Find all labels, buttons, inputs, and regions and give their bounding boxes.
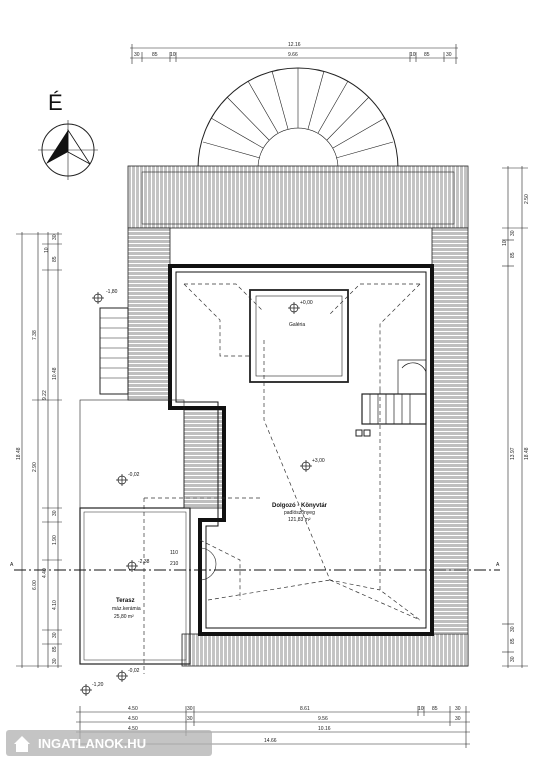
dim-bottom-r3-2: 10.16 — [318, 726, 331, 732]
dim-left-inner-4: 10.48 — [52, 367, 58, 380]
dim-bottom-r1-1: 4.50 — [128, 706, 138, 712]
dim-left-inner-10: 4.10 — [52, 600, 58, 610]
roof-ridge-lines — [143, 283, 421, 674]
roof-eaves — [127, 165, 469, 667]
section-label-left: A — [10, 562, 14, 568]
watermark-logo: INGATLANOK.HU — [6, 730, 212, 756]
walls — [168, 264, 434, 636]
level-gallery: +0,00 — [300, 300, 313, 306]
dim-top-6: 85 — [424, 52, 430, 58]
dim-right-2: 30 — [510, 230, 516, 236]
bottom-dimension-labels: 4.50 30 8.61 10 85 30 4.50 30 9.56 30 4.… — [128, 706, 461, 744]
dim-bottom-r1-3: 8.61 — [300, 706, 310, 712]
dim-top-total: 12.16 — [288, 42, 301, 48]
dim-left-inner-2: 10 — [44, 247, 50, 253]
left-dimension-labels: 18.48 7.38 9.22 30 10 85 10.48 2.90 30 1… — [16, 234, 58, 664]
dim-bottom-r1-4: 10 — [418, 706, 424, 712]
dim-left-inner-12: 85 — [52, 646, 58, 652]
dim-right-1: 2.50 — [524, 194, 530, 204]
dim-bottom-r2-3: 9.56 — [318, 716, 328, 722]
dim-right-8: 30 — [510, 656, 516, 662]
watermark-text: INGATLANOK.HU — [38, 736, 146, 751]
room-terrace-name: Terasz — [116, 598, 135, 604]
right-dimension-labels: 18.48 2.50 30 10 85 13.97 30 85 30 — [502, 194, 530, 662]
dim-left-mid-1: 7.38 — [32, 330, 38, 340]
dim-left-inner-3: 85 — [52, 256, 58, 262]
level-markers — [80, 292, 312, 696]
dim-right-outer: 18.48 — [524, 447, 530, 460]
level-stair-top: -1,80 — [106, 289, 118, 295]
dim-left-inner-7: 1.90 — [52, 535, 58, 545]
dim-left-mid-2: 9.22 — [42, 390, 48, 400]
level-terrace-bottom: -0,02 — [128, 668, 140, 674]
dim-bottom-r2-2: 30 — [187, 716, 193, 722]
north-label: É — [48, 90, 63, 115]
dim-left-outer: 18.48 — [16, 447, 22, 460]
dim-right-7: 85 — [510, 638, 516, 644]
dim-bottom-r2-1: 4.50 — [128, 716, 138, 722]
dim-bottom-r2-4: 30 — [455, 716, 461, 722]
north-arrow-icon — [38, 120, 98, 180]
dim-right-6: 30 — [510, 626, 516, 632]
terrace-area — [79, 399, 191, 665]
dim-top-3: 10 — [170, 52, 176, 58]
interior-stair — [355, 359, 427, 437]
door-opening — [199, 547, 217, 581]
dim-left-inner-9: 6.00 — [32, 580, 38, 590]
dim-top-7: 30 — [446, 52, 452, 58]
room-office-name: Dolgozó - Könyvtár — [272, 503, 328, 509]
dim-left-inner-13: 30 — [52, 658, 58, 664]
dim-left-inner-11: 30 — [52, 632, 58, 638]
dim-top-2: 85 — [152, 52, 158, 58]
room-office-floor: padlószőnyeg — [284, 510, 315, 516]
room-office-area: 121,83 m² — [288, 517, 311, 523]
dim-left-inner-8: 4.40 — [42, 568, 48, 578]
dim-bottom-r1-5: 85 — [432, 706, 438, 712]
level-bottom-left: -1,20 — [92, 682, 104, 688]
dim-bottom-r1-6: 30 — [455, 706, 461, 712]
dim-right-3: 10 — [502, 240, 508, 246]
top-dimension-lines — [130, 44, 458, 64]
dim-right-4: 85 — [510, 252, 516, 258]
dim-left-inner-6: 30 — [52, 510, 58, 516]
dim-left-inner-1: 30 — [52, 234, 58, 240]
dim-bottom-r1-2: 30 — [187, 706, 193, 712]
section-label-right: A — [496, 562, 500, 568]
level-terrace-door: -2,38 — [138, 559, 150, 565]
dim-top-5: 10 — [410, 52, 416, 58]
room-terrace-floor: máz.kerámia — [112, 606, 141, 612]
dim-top-4: 9.66 — [288, 52, 298, 58]
dim-right-5: 13.97 — [510, 447, 516, 460]
room-gallery-name: Galéria — [289, 322, 305, 328]
room-terrace-area: 25,80 m² — [114, 614, 134, 620]
left-dimension-lines — [16, 232, 62, 668]
exterior-stair — [99, 307, 129, 395]
dim-bottom-r3-1: 4.50 — [128, 726, 138, 732]
spiral-stair — [197, 67, 399, 169]
dim-left-inner-5: 2.90 — [32, 462, 38, 472]
level-terrace-upper: -0,02 — [128, 472, 140, 478]
gallery-opening — [249, 289, 349, 383]
right-dimension-lines — [502, 166, 528, 668]
dim-bottom-r4-1: 14.66 — [264, 738, 277, 744]
dim-top-1: 30 — [134, 52, 140, 58]
door-width: 110 — [170, 550, 178, 556]
level-office: +3,00 — [312, 458, 325, 464]
door-height: 210 — [170, 561, 179, 567]
